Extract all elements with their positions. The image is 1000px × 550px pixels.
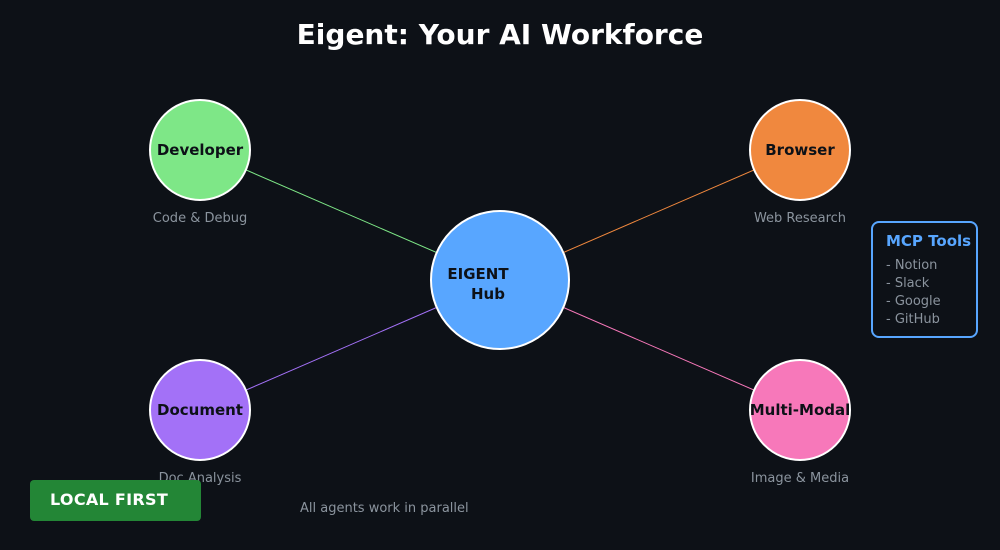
agent-label-multimodal: Multi-Modal xyxy=(750,401,851,419)
agent-node-document xyxy=(149,359,251,461)
mcp-tools-list: - Notion - Slack - Google - GitHub xyxy=(886,257,941,329)
agent-subtitle-developer: Code & Debug xyxy=(152,211,248,226)
agent-label-document: Document xyxy=(157,401,243,419)
mcp-tool-item: - Google xyxy=(886,294,941,309)
agent-node-multimodal xyxy=(749,359,851,461)
page-title: Eigent: Your AI Workforce xyxy=(296,18,704,51)
mcp-tool-item: - Notion xyxy=(886,258,938,273)
parallel-footnote: All agents work in parallel xyxy=(300,501,469,516)
agent-subtitle-multimodal: Image & Media xyxy=(750,471,850,486)
agent-node-browser xyxy=(749,99,851,201)
agent-label-browser: Browser xyxy=(765,141,835,159)
hub-label-line1: EIGENT xyxy=(447,265,509,283)
local-first-badge: LOCAL FIRST xyxy=(30,480,201,521)
mcp-tool-item: - GitHub xyxy=(886,312,940,327)
mcp-tool-item: - Slack xyxy=(886,276,930,291)
agent-label-developer: Developer xyxy=(157,141,244,159)
agent-subtitle-browser: Web Research xyxy=(753,211,847,226)
hub-label-line2: Hub xyxy=(471,285,505,303)
mcp-tools-panel: MCP Tools - Notion - Slack - Google - Gi… xyxy=(871,221,978,338)
agent-node-developer xyxy=(149,99,251,201)
hub-node xyxy=(430,210,570,350)
mcp-tools-title: MCP Tools xyxy=(886,232,972,250)
